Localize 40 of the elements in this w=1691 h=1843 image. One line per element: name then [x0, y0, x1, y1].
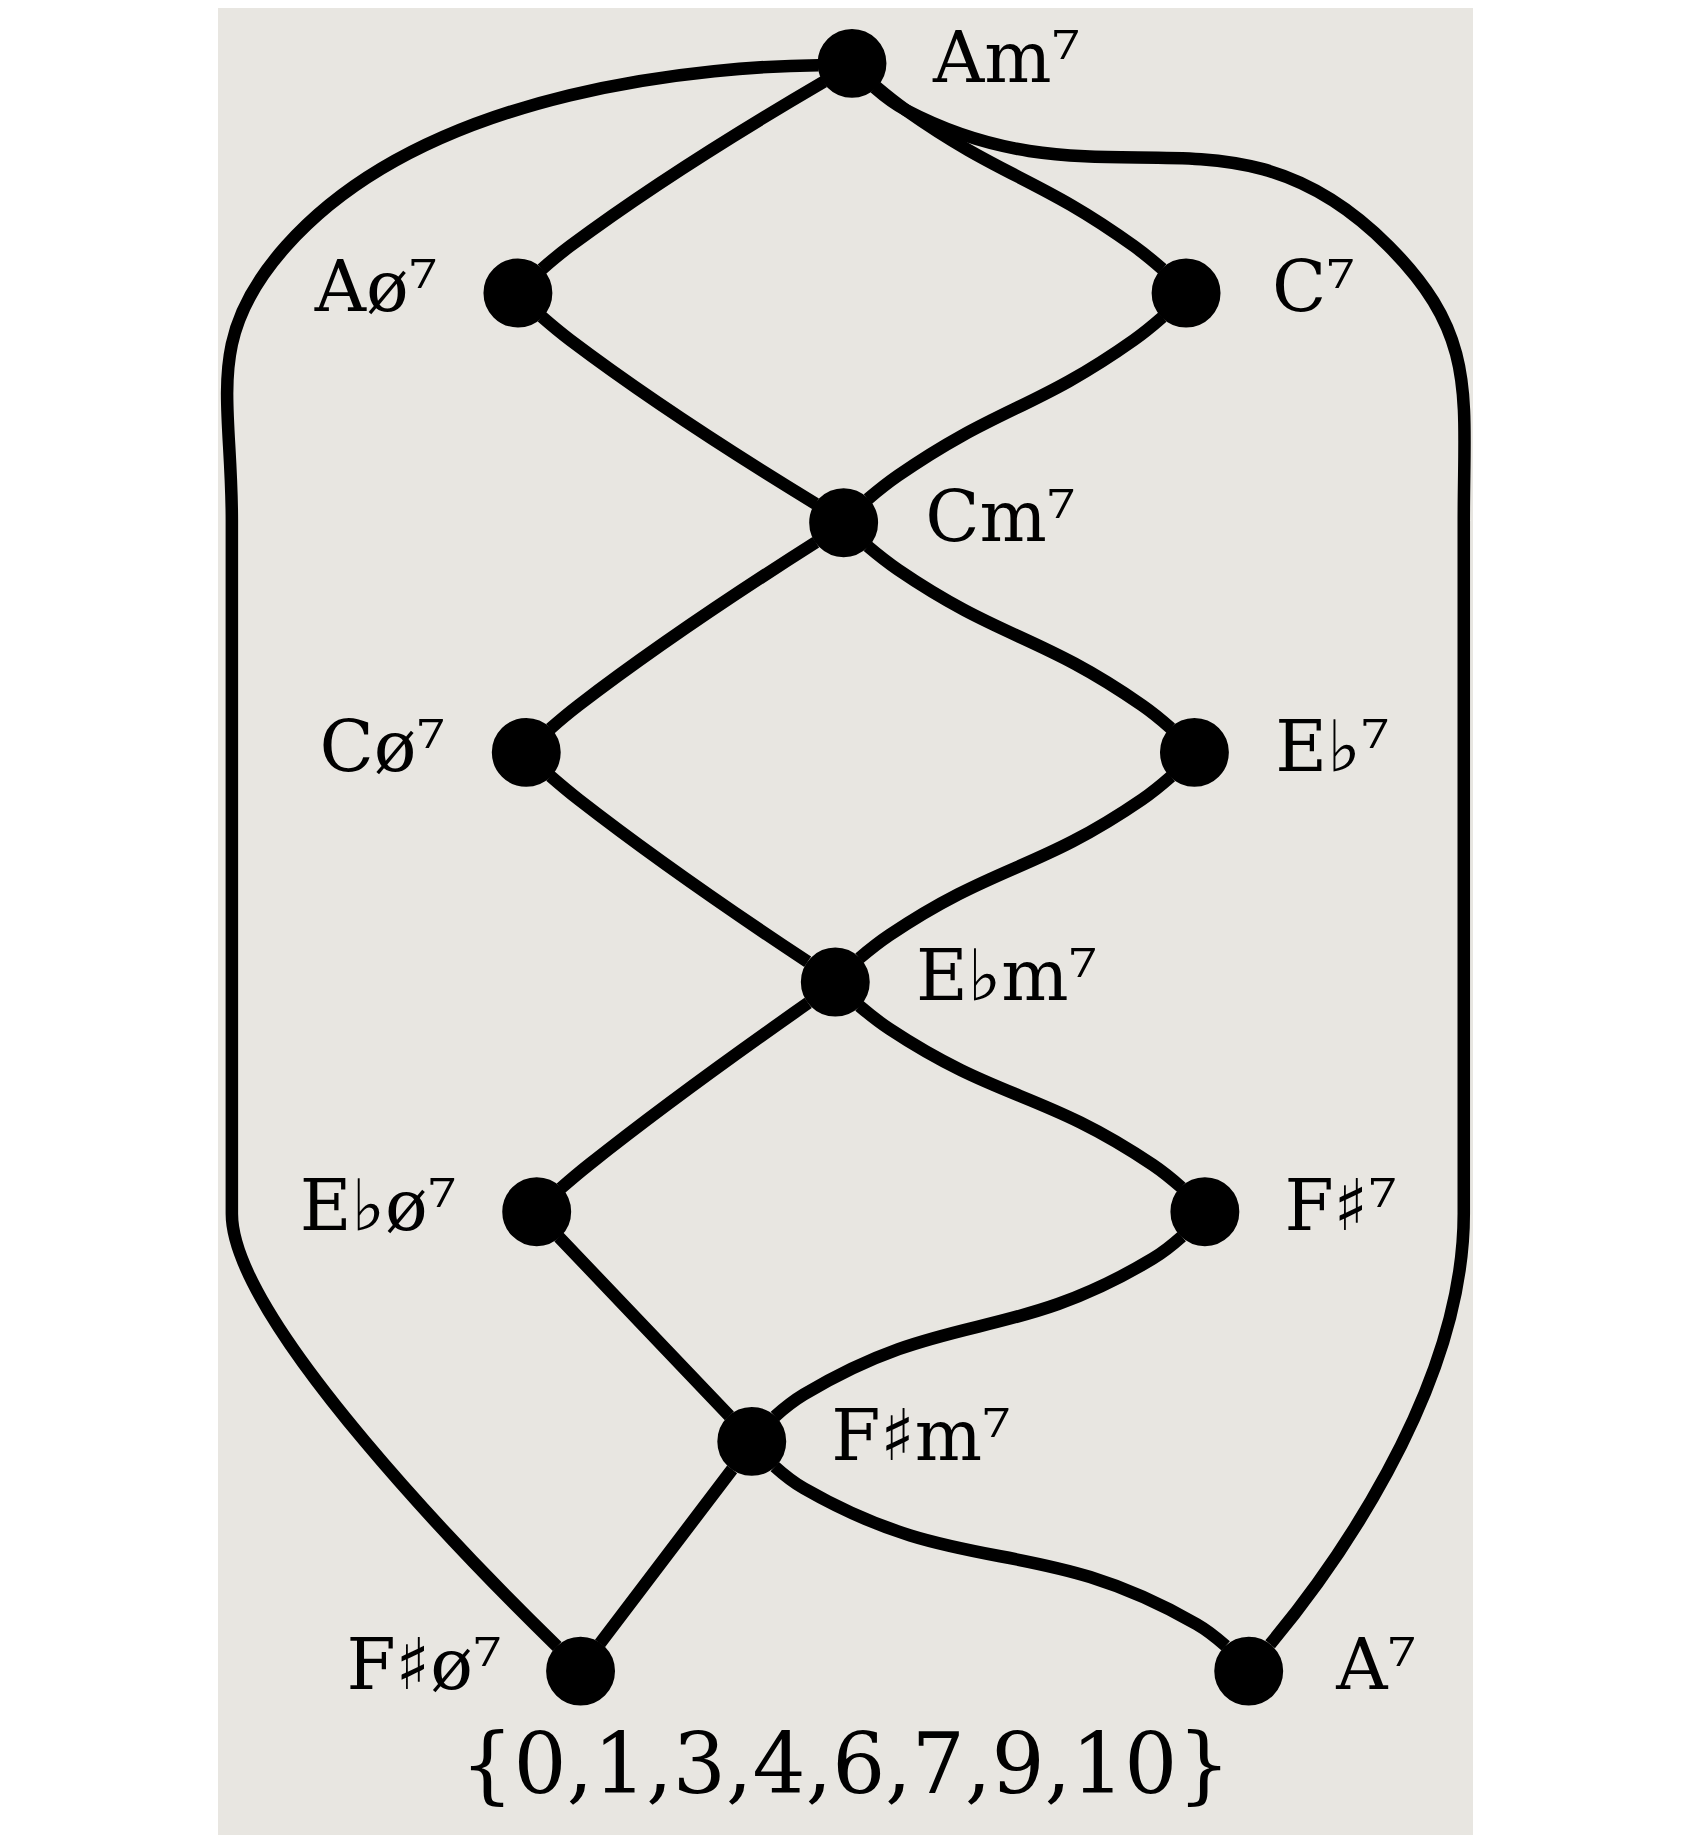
node-label: E♭⁷ [1275, 704, 1390, 788]
connector [870, 82, 1471, 1649]
node-label: E♭m⁷ [915, 934, 1098, 1018]
node-circle [1214, 1636, 1284, 1706]
connector [556, 997, 812, 1193]
connector [770, 1231, 1186, 1422]
connector [770, 1461, 1230, 1651]
connector [554, 1232, 734, 1421]
node-circle [491, 717, 561, 787]
node-label: Cø⁷ [319, 704, 445, 788]
node-circle [1159, 717, 1229, 787]
node-circle [800, 947, 870, 1017]
caption: {0,1,3,4,6,7,9,10} [460, 1715, 1231, 1814]
node-circle [809, 488, 879, 558]
node-label: F♯m⁷ [831, 1393, 1011, 1477]
node-label: A⁷ [1336, 1623, 1416, 1707]
node-label: Cm⁷ [925, 474, 1076, 558]
node-label: F♯⁷ [1284, 1163, 1397, 1247]
node-circle [502, 1177, 572, 1247]
connector [221, 58, 819, 1651]
node-circle [1151, 258, 1221, 328]
connector [863, 541, 1175, 733]
node-circle [817, 28, 887, 98]
connector [537, 312, 819, 510]
connector [863, 312, 1167, 504]
node-label: C⁷ [1272, 245, 1355, 329]
node-label: Aø⁷ [314, 245, 438, 329]
connector [595, 1465, 738, 1648]
node-label: E♭ø⁷ [299, 1163, 457, 1247]
node-circle [1170, 1177, 1240, 1247]
node-label: Am⁷ [932, 15, 1081, 99]
connector [537, 76, 828, 274]
node-label: F♯ø⁷ [346, 1623, 502, 1707]
node-circle [483, 258, 553, 328]
connector [546, 771, 812, 968]
connector [855, 1001, 1186, 1193]
node-circle [546, 1636, 615, 1706]
connector [546, 537, 820, 734]
node-circle [717, 1406, 787, 1476]
connector [855, 771, 1175, 964]
